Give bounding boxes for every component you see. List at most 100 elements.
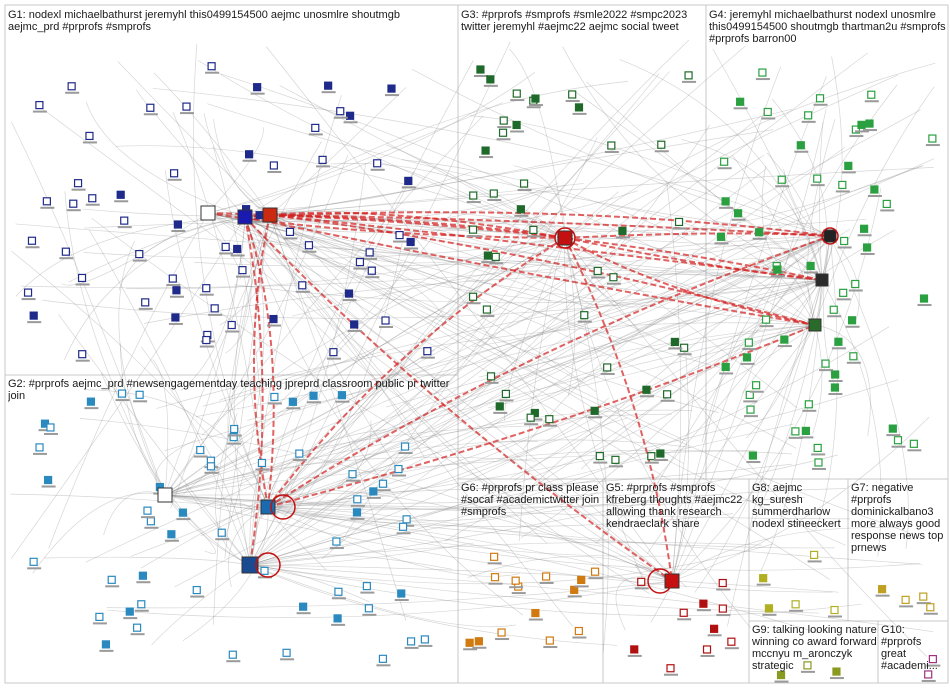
- node: [630, 645, 639, 654]
- edge: [385, 279, 823, 408]
- node: [670, 337, 679, 347]
- node-label-mark: [829, 677, 844, 680]
- node: [46, 423, 55, 432]
- edge: [170, 216, 246, 509]
- edge: [244, 167, 934, 218]
- node-label-mark: [493, 411, 508, 414]
- node-label-mark: [828, 615, 843, 618]
- node: [86, 397, 96, 406]
- node: [829, 305, 838, 314]
- node: [830, 605, 839, 615]
- node-label-mark: [331, 623, 346, 626]
- edge: [197, 59, 566, 239]
- node-label-mark: [819, 369, 834, 372]
- node-label-mark: [700, 654, 715, 657]
- node-label-mark: [574, 585, 589, 588]
- node: [369, 487, 378, 496]
- edge: [164, 413, 672, 496]
- node: [791, 427, 800, 436]
- group-label-g4: G4: jeremyhl michaelbathurst nodexl unos…: [709, 9, 946, 45]
- edge: [329, 235, 831, 453]
- edge: [712, 48, 823, 281]
- node: [233, 244, 242, 254]
- node: [309, 391, 318, 400]
- node-label-mark: [140, 516, 155, 519]
- edge: [564, 237, 576, 396]
- edge: [510, 279, 823, 478]
- edge: [140, 235, 831, 569]
- node: [468, 292, 478, 301]
- edge: [249, 564, 618, 646]
- node-label-mark: [420, 356, 435, 359]
- edge: [807, 119, 836, 326]
- node: [919, 592, 928, 601]
- node: [857, 120, 866, 129]
- node-label-mark: [168, 322, 183, 325]
- edge: [249, 564, 820, 614]
- node: [217, 528, 226, 537]
- edge: [330, 163, 566, 239]
- node-label-mark: [84, 407, 99, 410]
- node: [146, 517, 155, 526]
- edge: [164, 425, 542, 496]
- node-label-mark: [756, 583, 771, 586]
- node: [474, 637, 483, 646]
- node: [61, 247, 70, 256]
- edge: [635, 564, 673, 582]
- node-label-mark: [117, 226, 132, 229]
- edge: [244, 216, 470, 264]
- node: [574, 626, 583, 636]
- edge: [267, 506, 696, 557]
- edge: [249, 541, 762, 566]
- node: [574, 103, 584, 112]
- edge: [321, 489, 673, 582]
- node: [882, 199, 891, 209]
- self-loop: [270, 494, 296, 520]
- node: [764, 604, 774, 613]
- node-label-mark: [132, 259, 147, 262]
- node-label-mark: [608, 465, 623, 468]
- node-label-mark: [644, 461, 659, 464]
- node-label-mark: [863, 129, 878, 132]
- node: [318, 155, 327, 164]
- node: [844, 161, 853, 170]
- node-label-mark: [316, 165, 331, 168]
- edge: [249, 292, 804, 566]
- edge: [164, 154, 349, 496]
- highlighted-edge: [267, 235, 831, 508]
- edge: [267, 409, 693, 508]
- hub-node: [808, 318, 822, 332]
- edge: [117, 61, 271, 216]
- node: [255, 211, 264, 220]
- highlighted-edge: [269, 214, 816, 326]
- node-label-mark: [466, 235, 481, 238]
- node: [748, 451, 758, 460]
- node: [481, 146, 490, 155]
- edge: [194, 235, 831, 267]
- node-label-mark: [350, 517, 365, 520]
- node-label-mark: [362, 613, 377, 616]
- node: [851, 279, 860, 289]
- edge: [267, 506, 602, 547]
- node-label-mark: [480, 315, 495, 318]
- node: [182, 102, 191, 111]
- node: [526, 413, 535, 422]
- node-label-mark: [845, 325, 860, 328]
- node: [35, 100, 44, 110]
- node: [609, 273, 618, 282]
- node-label-mark: [169, 295, 184, 298]
- node: [755, 228, 764, 237]
- self-loop: [647, 568, 673, 594]
- edge: [269, 214, 797, 449]
- node-label-mark: [92, 622, 107, 625]
- node: [476, 65, 485, 74]
- edge: [79, 418, 673, 582]
- edge: [64, 216, 246, 361]
- node: [796, 141, 805, 150]
- node-label-mark: [509, 586, 524, 589]
- node: [336, 107, 345, 116]
- node: [196, 445, 205, 455]
- group-label-g6: G6: #prprofs pr class please #socaf #aca…: [461, 482, 600, 518]
- edge: [164, 449, 755, 496]
